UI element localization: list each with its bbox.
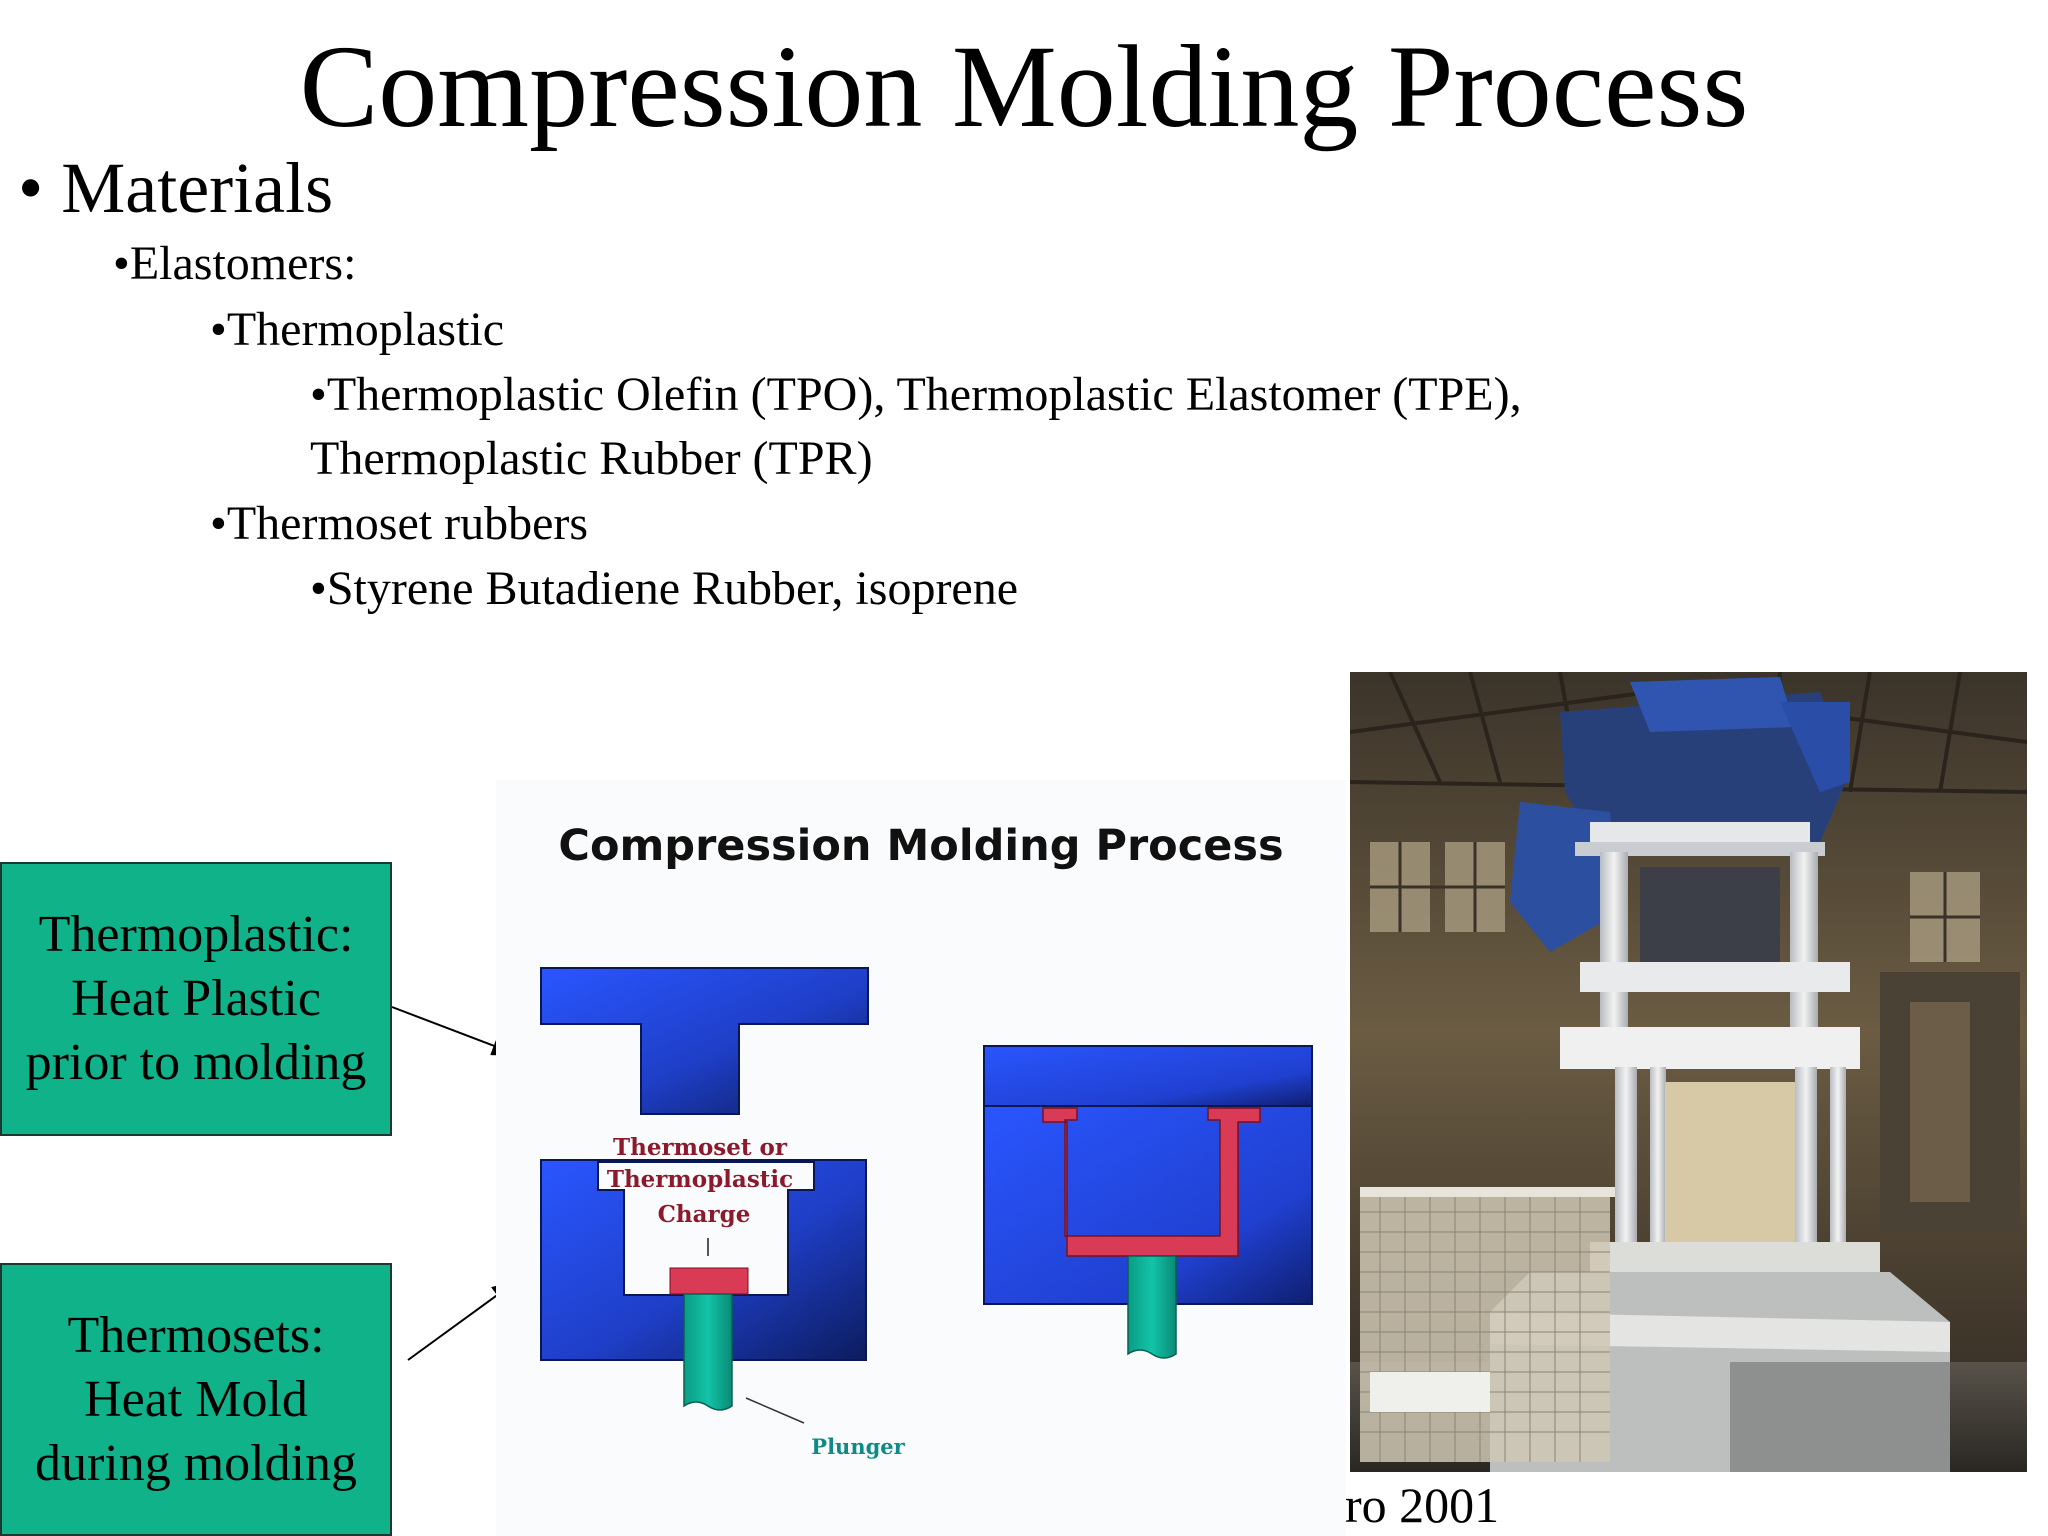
footer-text-fragment: ro 2001 [1345,1477,1500,1533]
bullet-marker: • [310,562,327,615]
top-punch [540,967,869,1115]
lower-mold [540,1159,867,1361]
callout-line: prior to molding [25,1034,367,1091]
bullet-elastomers: •Elastomers: [113,236,356,292]
charge-block [669,1267,749,1295]
bullet-text: Elastomers: [129,237,357,290]
bullet-thermoplastic: •Thermoplastic [210,302,504,358]
callout-thermoplastic: Thermoplastic: Heat Plastic prior to mol… [0,862,392,1136]
callout-line: during molding [34,1434,358,1492]
molded-part [1042,1107,1261,1257]
callout-line: Heat Plastic [71,970,321,1027]
plunger-label: Plunger [811,1434,905,1459]
bullet-marker: • [210,303,227,356]
plunger-rod-right [1127,1255,1177,1359]
closed-mold-top [983,1045,1313,1107]
callout-line: Heat Mold [84,1370,308,1428]
diagram-title: Compression Molding Process [558,821,1283,871]
bullet-thermoset-rubbers: •Thermoset rubbers [210,496,588,552]
plunger-rod [683,1293,733,1411]
bullet-styrene-butadiene: •Styrene Butadiene Rubber, isoprene [310,561,1018,617]
compression-press-photo [1350,672,2027,1472]
bullet-text: Styrene Butadiene Rubber, isoprene [326,562,1019,615]
bullet-text: Thermoplastic [226,303,505,356]
bullet-text: Thermoset rubbers [226,497,589,550]
callout-thermosets: Thermosets: Heat Mold during molding [0,1263,392,1536]
bullet-thermoplastic-types-continued: Thermoplastic Rubber (TPR) [310,432,873,485]
bullet-marker: • [18,148,44,228]
bullet-materials: • Materials [18,148,333,228]
bullet-text: Materials [61,148,334,228]
page-title: Compression Molding Process [299,21,1749,152]
bullet-thermoplastic-types: •Thermoplastic Olefin (TPO), Thermoplast… [310,367,1522,423]
callout-line: Thermoplastic: [38,906,354,963]
bullet-text: Thermoplastic Olefin (TPO), Thermoplasti… [326,368,1522,421]
compression-molding-diagram: Compression Molding Process Thermoset or… [496,780,1346,1536]
bullet-marker: • [210,497,227,550]
charge-label: Thermoset or Thermoplastic Charge [607,1134,801,1228]
bullet-marker: • [113,237,130,290]
bullet-marker: • [310,368,327,421]
callout-line: Thermosets: [67,1306,325,1364]
